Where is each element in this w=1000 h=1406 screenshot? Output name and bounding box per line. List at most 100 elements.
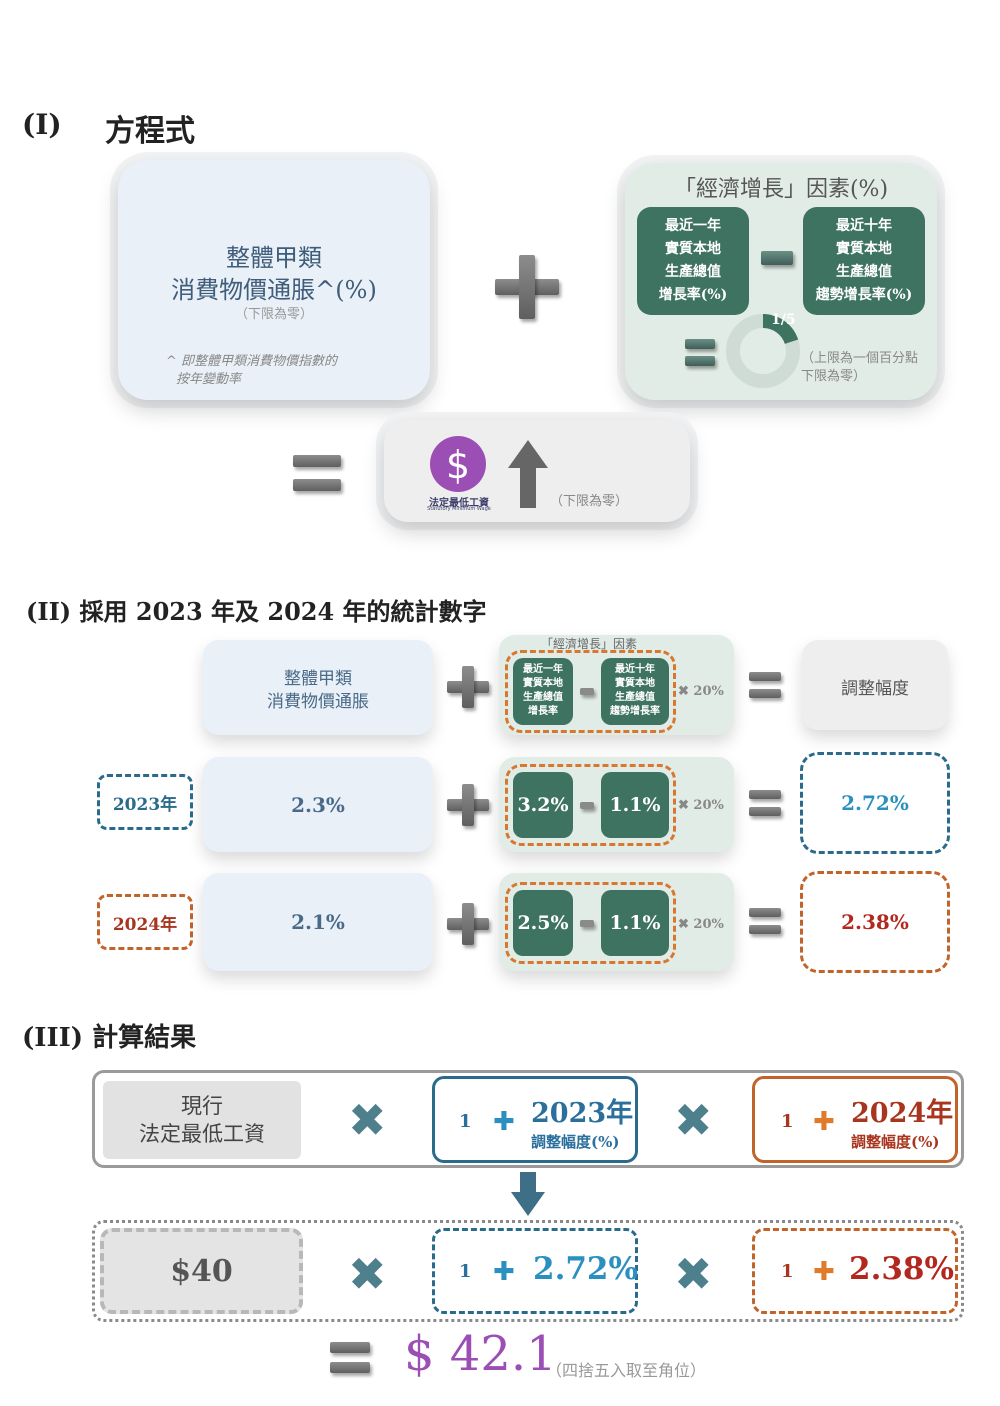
label-2024: 2024年 <box>851 1098 954 1129</box>
smw-floor-note: （下限為零） <box>550 494 629 509</box>
cpi-footnote-line1: ^ 即整體甲類消費物價指數的 <box>166 354 338 369</box>
header-econ-title: 「經濟增長」因素 <box>540 637 637 651</box>
plus-icon <box>447 784 489 826</box>
header-gdp-1yr-line: 實質本地 <box>523 678 563 689</box>
econ-growth-title: 「經濟增長」因素(%) <box>673 177 889 202</box>
year-2024-label: 2024年 <box>97 894 193 950</box>
adj-label-2024: 調整幅度(%) <box>851 1133 940 1151</box>
gdp-10yr-2023-value: 1.1% <box>601 772 669 838</box>
cpi-footnote-line2: 按年變動率 <box>176 372 242 387</box>
equals-icon <box>685 339 715 367</box>
label-2023: 2023年 <box>531 1098 634 1129</box>
current-smw-line2: 法定最低工資 <box>139 1122 265 1146</box>
section1-number: (I) <box>22 108 62 141</box>
minus-icon <box>580 688 594 695</box>
result-2023-value: 2.72% <box>800 752 950 854</box>
gdp-2023-frame <box>505 764 676 846</box>
cpi-floor-note: （下限為零） <box>234 307 313 322</box>
plus-orange-icon: ✚ <box>813 1257 835 1287</box>
one-2023: 1 <box>459 1111 472 1132</box>
equals-icon <box>749 790 781 818</box>
gdp-10yr-line: 趨勢增長率(%) <box>815 287 913 303</box>
gdp-1yr-line: 實質本地 <box>665 241 721 257</box>
multiply-icon: ✖ <box>348 1093 387 1147</box>
plus-blue-icon: ✚ <box>493 1107 515 1137</box>
equals-icon <box>293 455 341 493</box>
header-cpi-card: 整體甲類 消費物價通脹 <box>203 640 433 735</box>
smw-logo-en: Statutory Minimum Wage <box>427 506 491 512</box>
section1-title: 方程式 <box>105 114 195 149</box>
gdp-10yr-line: 實質本地 <box>836 241 892 257</box>
values-frame <box>92 1220 964 1322</box>
dollar-logo-icon: $ <box>430 436 486 492</box>
econ-limit-line2: 下限為零） <box>801 369 867 384</box>
multiply-icon: ✖ <box>674 1093 713 1147</box>
adj-2024-box: 1 ✚ 2024年 調整幅度(%) <box>752 1076 958 1163</box>
gdp-10yr-2024-value: 1.1% <box>601 890 669 956</box>
smw-result-card: $ 法定最低工資 Statutory Minimum Wage （下限為零） <box>384 420 690 522</box>
adj-label-2023: 調整幅度(%) <box>531 1133 620 1151</box>
final-result-note: （四捨五入取至角位） <box>546 1361 707 1380</box>
fraction-ring-icon <box>726 314 800 388</box>
final-result-value: $ 42.1 <box>404 1326 557 1382</box>
gdp-1yr-line: 增長率(%) <box>658 287 728 303</box>
value-2023-box: 1 ✚ 2.72% <box>432 1228 638 1314</box>
minus-icon <box>580 802 594 809</box>
header-gdp-10yr-line: 實質本地 <box>615 678 655 689</box>
cpi-2023-value: 2.3% <box>203 757 433 852</box>
plus-orange-icon: ✚ <box>813 1107 835 1137</box>
multiply-icon: ✖ <box>348 1247 387 1301</box>
header-gdp-10yr-line: 最近十年 <box>615 664 655 675</box>
header-gdp-10yr-line: 趨勢增長率 <box>610 706 660 717</box>
header-gdp-1yr-line: 生產總值 <box>523 692 563 703</box>
one-value-2024: 1 <box>781 1261 794 1282</box>
smw-logo-label: 法定最低工資 <box>429 498 489 509</box>
header-result-label: 調整幅度 <box>841 679 909 699</box>
section2-title: (II) 採用 2023 年及 2024 年的統計數字 <box>26 597 487 626</box>
header-gdp-10yr-box: 最近十年 實質本地 生產總值 趨勢增長率 <box>601 658 669 725</box>
equals-icon <box>749 672 781 700</box>
cpi-2024-value: 2.1% <box>203 873 433 971</box>
gdp-1yr-box: 最近一年 實質本地 生產總值 增長率(%) <box>637 207 749 315</box>
gdp-2024-frame <box>505 882 676 964</box>
header-gdp-1yr-line: 最近一年 <box>523 664 563 675</box>
header-gdp-frame <box>505 650 676 733</box>
current-smw-value: $40 <box>100 1228 303 1314</box>
header-gdp-1yr-line: 增長率 <box>528 706 558 717</box>
cpi-label-line1: 整體甲類 <box>226 244 322 272</box>
value-2024: 2.38% <box>849 1251 954 1287</box>
gdp-10yr-line: 最近十年 <box>836 218 892 234</box>
adj-2023-box: 1 ✚ 2023年 調整幅度(%) <box>432 1076 638 1163</box>
value-2024-box: 1 ✚ 2.38% <box>752 1228 958 1314</box>
header-cpi-line2: 消費物價通脹 <box>267 692 369 712</box>
current-smw-box: 現行 法定最低工資 <box>103 1081 301 1159</box>
plus-blue-icon: ✚ <box>493 1257 515 1287</box>
header-factor-value: 20% <box>693 684 724 699</box>
section3-title: (III) 計算結果 <box>22 1023 197 1053</box>
gdp-1yr-line: 最近一年 <box>665 218 721 234</box>
gdp-10yr-line: 生產總值 <box>836 264 892 280</box>
plus-icon <box>495 255 559 319</box>
one-value-2023: 1 <box>459 1261 472 1282</box>
year-2023-label: 2023年 <box>97 774 193 830</box>
header-factor: ✖ 20% <box>678 684 724 699</box>
fraction-label: 1/5 <box>771 312 796 328</box>
factor-2023: ✖ 20% <box>678 798 724 813</box>
factor-2024: ✖ 20% <box>678 917 724 932</box>
gdp-10yr-box: 最近十年 實質本地 生產總值 趨勢增長率(%) <box>803 207 925 315</box>
svg-text:$: $ <box>446 443 470 487</box>
minus-icon <box>580 920 594 927</box>
cpi-label-line2: 消費物價通脹^(%) <box>171 276 377 304</box>
header-result-card: 調整幅度 <box>802 640 948 730</box>
down-arrow-icon <box>511 1172 545 1216</box>
gdp-1yr-2023-value: 3.2% <box>513 772 573 838</box>
minus-icon <box>761 251 793 265</box>
current-smw-line1: 現行 <box>181 1094 223 1118</box>
gdp-1yr-line: 生產總值 <box>665 264 721 280</box>
up-arrow-icon <box>508 440 548 508</box>
one-2024: 1 <box>781 1111 794 1132</box>
header-gdp-1yr-box: 最近一年 實質本地 生產總值 增長率 <box>513 658 573 725</box>
cpi-card: 整體甲類 消費物價通脹^(%) （下限為零） ^ 即整體甲類消費物價指數的 按年… <box>118 160 430 400</box>
plus-icon <box>447 903 489 945</box>
formula-frame <box>92 1070 964 1168</box>
